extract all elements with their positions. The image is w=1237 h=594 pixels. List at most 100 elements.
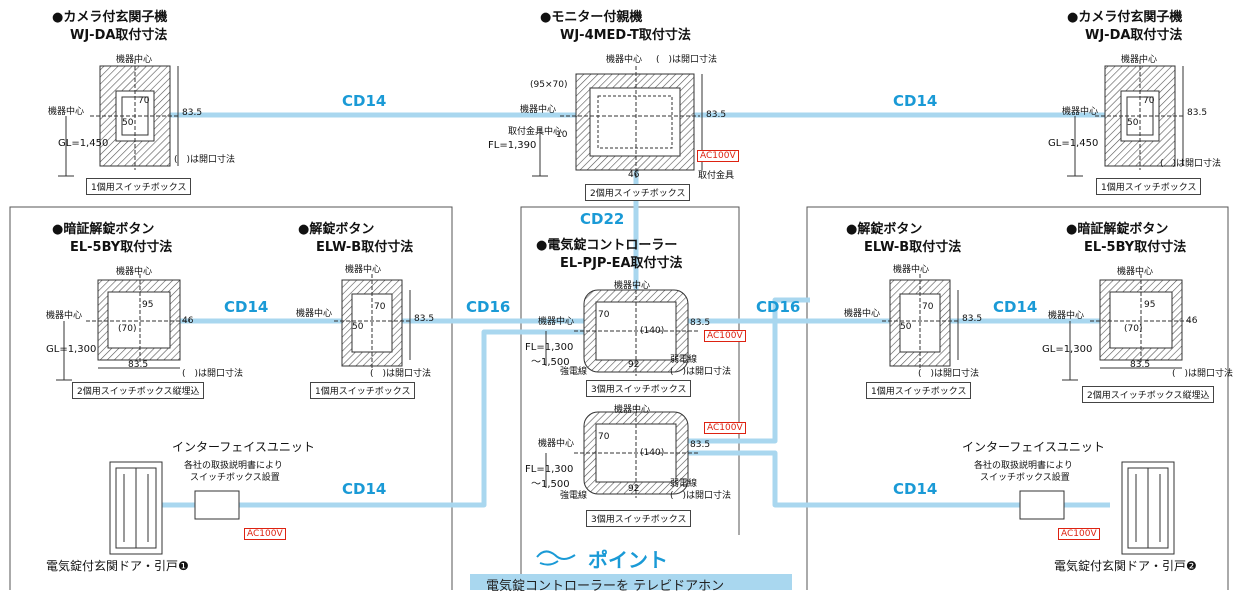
tl-note: ( )は開口寸法 — [174, 155, 236, 165]
lb-d70: 70 — [374, 302, 386, 312]
ct-d92: 92 — [628, 360, 640, 370]
rp-title1: ●暗証解錠ボタン — [1066, 222, 1169, 237]
lb-d50: 50 — [352, 322, 364, 332]
cd-label-h: CD14 — [342, 480, 387, 498]
lp-box-label: 2個用スイッチボックス縦埋込 — [72, 382, 205, 399]
cd-label-g: CD14 — [993, 298, 1038, 316]
tr-box-label: 1個用スイッチボックス — [1096, 178, 1202, 195]
device-controller-2 — [545, 406, 698, 498]
tr-gl: GL=1,450 — [1048, 138, 1099, 149]
point-text: 電気錠コントローラーを テレビドアホン — [486, 579, 725, 594]
tm-fl: FL=1,390 — [488, 140, 537, 151]
ct-d70: 70 — [598, 310, 610, 320]
device-top-right — [1067, 60, 1185, 177]
rif-sub1: 各社の取扱説明書により — [974, 461, 1073, 471]
device-right-pin — [1062, 274, 1192, 381]
conduit-right-upper — [688, 297, 810, 444]
rp-gl: GL=1,300 — [1042, 344, 1093, 355]
cd-label-e: CD16 — [466, 298, 511, 316]
tm-size: (95×70) — [530, 80, 568, 90]
rb-d835: 83.5 — [962, 314, 983, 324]
cd-label-a: CD14 — [342, 92, 387, 110]
ct-title1: ●電気錠コントローラー — [536, 238, 678, 253]
rb-d70: 70 — [922, 302, 934, 312]
tm-d10: 10 — [556, 130, 568, 140]
ct2-d70: 70 — [598, 432, 610, 442]
rb-center-top: 機器中心 — [893, 265, 930, 275]
room-frames — [9, 206, 1229, 590]
ct2-weak: 弱電線 — [670, 479, 698, 489]
ct-fl: FL=1,300 — [525, 342, 574, 353]
lp-d95: 95 — [142, 300, 154, 310]
rp-box-label: 2個用スイッチボックス縦埋込 — [1082, 386, 1215, 403]
tr-d835: 83.5 — [1187, 108, 1208, 118]
ct-d835: 83.5 — [690, 318, 711, 328]
ct-center-top: 機器中心 — [614, 281, 651, 291]
rp-note: ( )は開口寸法 — [1172, 369, 1234, 379]
ct2-box-label: 3個用スイッチボックス — [586, 510, 692, 527]
lb-d835: 83.5 — [414, 314, 435, 324]
ct-title2: EL-PJP-EA取付寸法 — [560, 256, 683, 271]
tl-center-top: 機器中心 — [116, 55, 153, 65]
ct-strong: 強電線 — [560, 367, 588, 377]
lp-d70: (70) — [118, 324, 137, 334]
ct-fl2: ～1,500 — [531, 357, 570, 368]
right-door — [1121, 461, 1175, 555]
rb-note: ( )は開口寸法 — [918, 369, 980, 379]
rp-d70: (70) — [1124, 324, 1143, 334]
lp-note: ( )は開口寸法 — [182, 369, 244, 379]
lb-box-label: 1個用スイッチボックス — [310, 382, 416, 399]
right-room-frame — [806, 206, 1229, 590]
rb-d50: 50 — [900, 322, 912, 332]
ct2-note: ( )は開口寸法 — [670, 491, 732, 501]
lb-center-top: 機器中心 — [345, 265, 382, 275]
tl-d70: 70 — [138, 96, 150, 106]
lif-door: 電気錠付玄関ドア・引戸❶ — [46, 559, 189, 573]
lb-center-side: 機器中心 — [296, 309, 333, 319]
rb-center-side: 機器中心 — [844, 309, 881, 319]
cd-label-c: CD22 — [580, 210, 625, 228]
lp-center-top: 機器中心 — [116, 267, 153, 277]
tr-title2: WJ-DA取付寸法 — [1085, 28, 1183, 43]
lp-title1: ●暗証解錠ボタン — [52, 222, 155, 237]
cd-label-i: CD14 — [893, 480, 938, 498]
tl-title1: ●カメラ付玄関子機 — [52, 10, 168, 25]
rp-d95: 95 — [1144, 300, 1156, 310]
left-door — [109, 461, 163, 555]
ct2-d140: (140) — [640, 448, 665, 458]
ct-box-label: 3個用スイッチボックス — [586, 380, 692, 397]
lif-sub1: 各社の取扱説明書により — [184, 461, 283, 471]
tm-center-side: 機器中心 — [520, 105, 557, 115]
lp-d835: 83.5 — [128, 360, 149, 370]
tm-bracket-center: 取付金具中心 — [508, 127, 563, 137]
device-right-button — [882, 274, 959, 370]
rp-center-side: 機器中心 — [1048, 311, 1085, 321]
tr-center-top: 機器中心 — [1121, 55, 1158, 65]
tr-d50: 50 — [1127, 118, 1139, 128]
tl-center-side: 機器中心 — [48, 107, 85, 117]
tr-note: ( )は開口寸法 — [1160, 159, 1222, 169]
point-strip — [470, 574, 792, 590]
cd-label-d: CD14 — [224, 298, 269, 316]
rp-center-top: 機器中心 — [1117, 267, 1154, 277]
ct-weak: 弱電線 — [670, 355, 698, 365]
handshake-icon — [536, 550, 576, 566]
cd-label-b: CD14 — [893, 92, 938, 110]
rif-door: 電気錠付玄関ドア・引戸❷ — [1054, 559, 1197, 573]
rb-box-label: 1個用スイッチボックス — [866, 382, 972, 399]
device-left-pin — [56, 274, 190, 381]
ct2-center-top: 機器中心 — [614, 405, 651, 415]
rif-title: インターフェイスユニット — [962, 440, 1105, 454]
lp-title2: EL-5BY取付寸法 — [70, 240, 173, 255]
center-room-frame — [520, 206, 740, 590]
lb-title1: ●解錠ボタン — [298, 222, 375, 237]
device-left-button — [334, 274, 411, 370]
point-title: ポイント — [588, 548, 668, 572]
tl-box-label: 1個用スイッチボックス — [86, 178, 192, 195]
ct2-center-side: 機器中心 — [538, 439, 575, 449]
lif-sub2: スイッチボックス設置 — [190, 473, 280, 483]
tm-box-label: 2個用スイッチボックス — [585, 184, 691, 201]
lif-title: インターフェイスユニット — [172, 440, 315, 454]
rp-title2: EL-5BY取付寸法 — [1084, 240, 1187, 255]
